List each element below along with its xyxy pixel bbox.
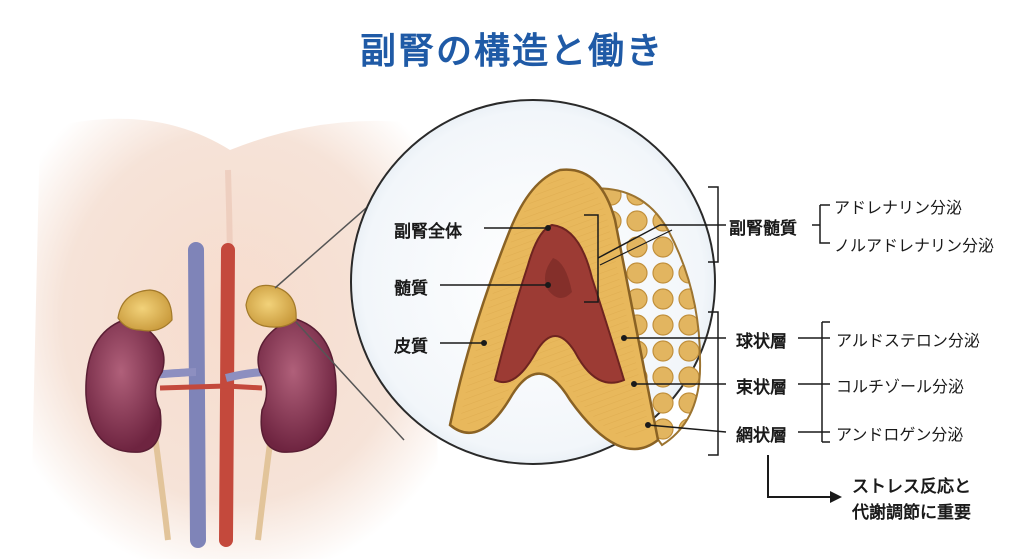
renal-arteries: [159, 383, 263, 391]
layer-glomerulosa: 球状層: [736, 332, 787, 352]
page-title: 副腎の構造と働き: [359, 31, 664, 72]
leader-medulla-group: [597, 224, 661, 259]
label-medulla-group: 副腎髄質: [729, 219, 797, 239]
note-line-1: ストレス反応と: [852, 477, 971, 497]
leader-dot-medulla: [545, 282, 551, 288]
secretion-cortisol: コルチゾール分泌: [836, 377, 965, 396]
cortex-secretion-bracket: [821, 321, 830, 443]
leader-dot-glomerulosa: [621, 335, 627, 341]
aorta: [219, 243, 235, 547]
medulla-inner-bracket: [584, 214, 599, 303]
leader-dot-whole: [545, 225, 551, 231]
label-medulla: 髄質: [394, 279, 428, 299]
note-arrow-line: [767, 455, 830, 498]
leader-reticularis: [647, 424, 727, 433]
note-line-2: 代謝調節に重要: [852, 503, 971, 523]
leader-dot-fasciculata: [631, 381, 637, 387]
medulla-secretion-bracket: [812, 204, 830, 244]
right-kidney: [257, 317, 337, 453]
left-kidney: [85, 317, 165, 453]
secretion-noradrenaline: ノルアドレナリン分泌: [834, 236, 995, 255]
layer-fasciculata: 束状層: [736, 378, 787, 398]
label-cortex: 皮質: [394, 337, 428, 357]
secretion-adrenaline: アドレナリン分泌: [834, 198, 963, 217]
layer-reticularis: 網状層: [736, 426, 787, 446]
cortex-group-bracket: [708, 311, 719, 456]
inferior-vena-cava: [188, 242, 206, 548]
secretion-aldosterone: アルドステロン分泌: [836, 331, 980, 350]
medulla-center: [544, 258, 572, 299]
secretion-androgen: アンドロゲン分泌: [836, 425, 964, 444]
right-adrenal-gland: [245, 284, 297, 328]
medulla-group-bracket: [708, 186, 719, 263]
zoom-line-bottom: [295, 321, 405, 441]
label-whole-gland: 副腎全体: [394, 222, 462, 242]
leader-medulla-group-2: [599, 229, 673, 266]
leader-dot-cortex: [481, 340, 487, 346]
note-arrow-head: [830, 491, 842, 503]
leader-dot-reticularis: [645, 422, 651, 428]
left-adrenal-gland: [117, 289, 173, 332]
